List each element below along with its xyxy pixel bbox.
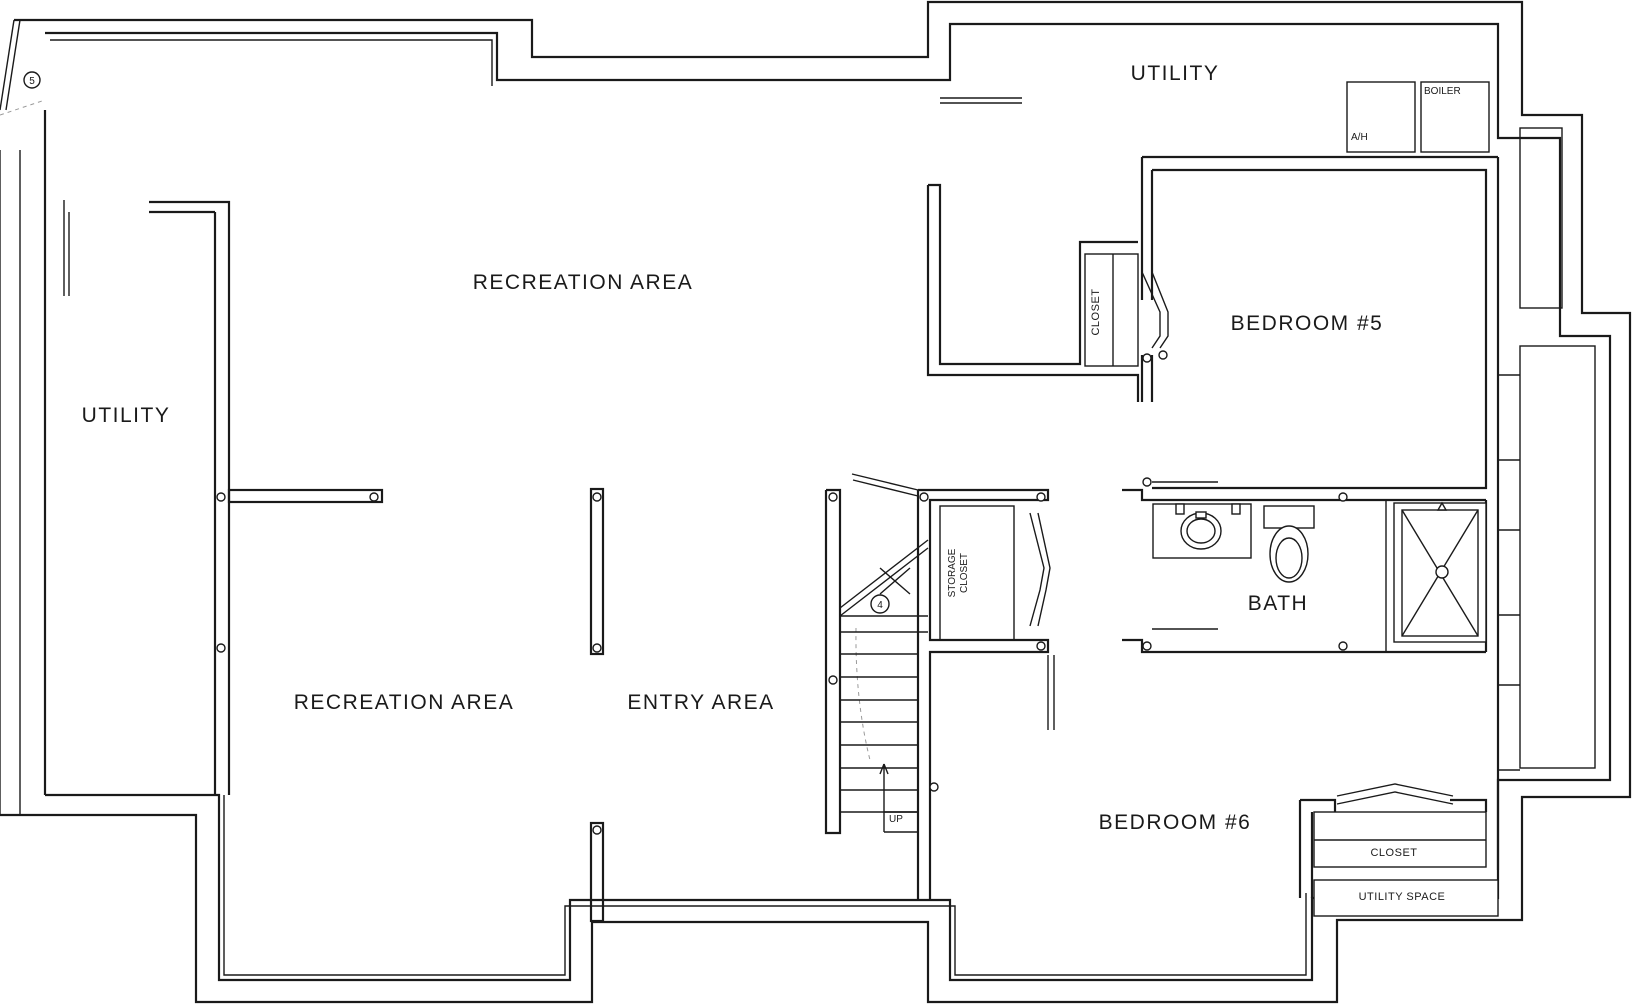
mechanical-equipment — [1346, 81, 1490, 153]
stair-up-label: UP — [889, 814, 903, 825]
room-label-utility-left: UTILITY — [82, 404, 171, 427]
closet-bed5 — [1084, 253, 1139, 367]
room-label-recreation-bottom: RECREATION AREA — [294, 691, 514, 714]
utility-space-label: UTILITY SPACE — [1359, 891, 1446, 903]
ah-label: A/H — [1351, 132, 1368, 143]
closet-bed6 — [1313, 811, 1499, 917]
storage-closet-label-2: CLOSET — [959, 553, 970, 593]
room-label-entry: ENTRY AREA — [627, 691, 774, 714]
post-markers — [216, 350, 1348, 835]
storage-closet — [939, 505, 1015, 641]
closet-bed6-label: CLOSET — [1370, 847, 1417, 859]
marker-5-label: 5 — [29, 76, 35, 87]
closet-bed5-label: CLOSET — [1090, 288, 1102, 335]
bath-fixtures — [1152, 500, 1487, 652]
doors — [0, 97, 1454, 805]
storage-closet-label-1: STORAGE — [947, 548, 958, 597]
door-marker-5: 5 — [0, 19, 41, 111]
right-exterior-frames — [1498, 127, 1596, 771]
stair-marker-4: 4 — [870, 594, 890, 614]
room-label-utility-top: UTILITY — [1131, 62, 1220, 85]
interior-walls — [43, 110, 1500, 923]
room-label-recreation-top: RECREATION AREA — [473, 271, 693, 294]
staircase — [839, 539, 929, 833]
room-label-bedroom5: BEDROOM #5 — [1231, 312, 1384, 335]
marker-4-label: 4 — [877, 600, 883, 611]
boiler-label: BOILER — [1424, 86, 1461, 97]
room-label-bath: BATH — [1248, 592, 1308, 615]
room-label-bedroom6: BEDROOM #6 — [1099, 811, 1252, 834]
